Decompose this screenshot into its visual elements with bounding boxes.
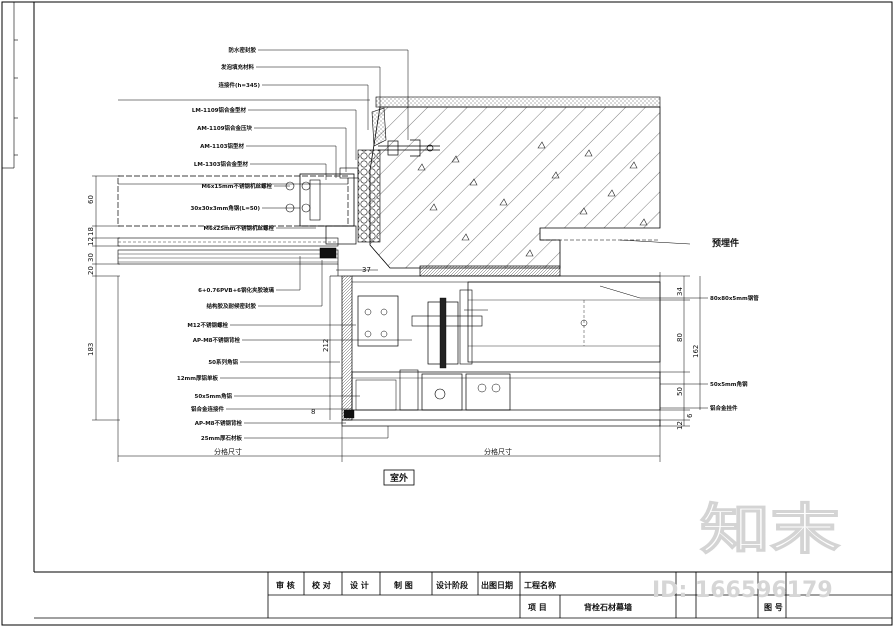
foam-infill [357, 107, 387, 243]
dim-left-18: 18 [87, 227, 95, 236]
tb-project: 项 目 [528, 603, 547, 612]
label-am1109: AM-1109铝合金压块 [197, 124, 252, 132]
span-right: 分格尺寸 [484, 447, 512, 456]
dim-mid-37: 37 [362, 266, 371, 274]
dim-right-50: 50 [676, 387, 684, 396]
dimension-texts: 60 18 12 30 20 183 37 212 34 80 50 162 6… [87, 195, 700, 456]
label-stone-panel: 25mm厚石材板 [201, 434, 243, 442]
dim-mid-212: 212 [322, 339, 330, 352]
dim-left-12: 12 [87, 237, 95, 246]
outdoor-label: 室外 [390, 472, 408, 484]
label-aluminum-hanger: 铝合金挂件 [710, 404, 738, 412]
anchor-bolt [378, 139, 440, 157]
dim-right-162: 162 [692, 345, 700, 358]
stone-curtain-section [330, 264, 661, 427]
tb-date: 出图日期 [481, 580, 513, 590]
title-block [34, 572, 892, 619]
tb-drawing-number: 图 号 [764, 603, 783, 612]
concrete-slab [369, 96, 661, 269]
label-m12-bolt: M12不锈钢螺栓 [187, 321, 228, 329]
label-aluminum-connector: 铝合金连接件 [191, 405, 225, 413]
label-ap-m8-back-bolt-2: AP-M8不锈钢背栓 [195, 419, 243, 427]
span-left: 分格尺寸 [214, 447, 242, 456]
leader-lines [220, 49, 708, 439]
dim-left-30: 30 [87, 253, 95, 262]
dim-left-20: 20 [87, 266, 95, 275]
label-laminated-glass: 6+0.76PVB+6钢化夹胶玻璃 [198, 286, 274, 294]
label-50-series-angle: 50系列角铝 [208, 358, 238, 366]
label-steel-tube: 80x80x5mm钢管 [710, 294, 759, 302]
tb-design: 设 计 [350, 580, 369, 590]
label-50x5-angle: 50x5mm角铝 [195, 392, 233, 400]
tb-check: 校 对 [312, 580, 331, 590]
label-lm1109: LM-1109铝合金型材 [192, 106, 247, 114]
glass-curtain-section [117, 99, 370, 265]
dimension-lines [92, 175, 701, 462]
dim-right-6: 6 [686, 413, 694, 418]
left-labels: 防水密封胶 发泡填充材料 连接件(h=345) LM-1109铝合金型材 AM-… [177, 46, 275, 442]
dim-right-34: 34 [676, 287, 684, 296]
watermark-id: ID: 166596179 [652, 578, 833, 603]
dim-right-12: 12 [676, 421, 684, 430]
dim-right-80: 80 [676, 333, 684, 342]
tb-review: 审 核 [276, 580, 295, 590]
label-m6x15-bolt: M6x15mm不锈钢机丝螺栓 [202, 182, 273, 190]
label-angle-steel: 30x30x3mm角钢(L=50) [191, 204, 261, 212]
label-foam-fill: 发泡填充材料 [220, 63, 255, 71]
label-ap-m8-back-bolt-1: AP-M8不锈钢背栓 [193, 336, 241, 344]
dim-left-60: 60 [87, 195, 95, 204]
tb-drafting: 制 图 [394, 580, 413, 590]
watermark-brand-logo: 知末 [700, 498, 840, 561]
tb-stage: 设计阶段 [436, 580, 468, 590]
concrete-aggregate [417, 141, 648, 257]
right-labels: 预埋件 80x80x5mm钢管 50x5mm角钢 铝合金挂件 [710, 237, 759, 412]
title-block-text: 审 核 校 对 设 计 制 图 设计阶段 出图日期 工程名称 项 目 背栓石材幕… [276, 580, 783, 612]
watermark: 知末 ID: 166596179 [652, 497, 842, 604]
label-lm1303: LM-1303铝合金型材 [194, 160, 249, 168]
dim-left-183: 183 [87, 343, 95, 356]
dim-small-8: 8 [311, 408, 315, 416]
label-waterproof-sealant: 防水密封胶 [228, 46, 256, 54]
label-am1103: AM-1103铝型材 [200, 142, 244, 150]
tb-project-name: 工程名称 [524, 580, 556, 590]
outdoor-tag: 室外 [383, 469, 415, 486]
label-structural-sealant: 结构胶及耐候密封胶 [206, 302, 256, 310]
label-connector: 连接件(h=345) [218, 81, 260, 89]
label-embedded-part: 预埋件 [712, 237, 739, 249]
label-aluminum-panel: 12mm厚铝单板 [177, 374, 219, 382]
label-m6x25-bolt: M6x25mm不锈钢机丝螺栓 [204, 224, 275, 232]
tb-project-content: 背栓石材幕墙 [584, 602, 632, 612]
label-steel-angle: 50x5mm角钢 [710, 380, 748, 388]
